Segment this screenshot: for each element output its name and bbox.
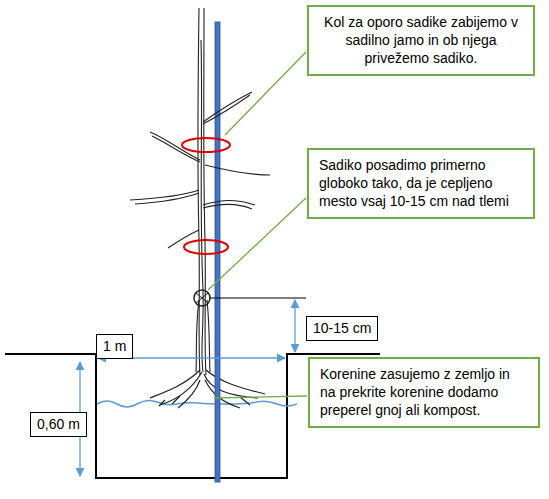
dimension-label: 10-15 cm [306,316,378,341]
height-dimension [294,300,295,352]
leader-line [208,198,306,290]
leader-line [225,52,306,135]
graft-detail [196,293,208,303]
label-text: 1 m [103,338,126,355]
tie [184,240,228,254]
graft-level-line [210,298,306,299]
branches [130,92,270,248]
dimension-label: 1 m [96,334,133,359]
label-text: Korenine zasujemo z zemljo in na prekrit… [320,365,528,420]
label-text: Kol za oporo sadike zabijemo v sadilno j… [319,13,523,68]
soil-line [97,400,297,407]
label-text: 0,60 m [37,416,80,433]
callout-box: Kol za oporo sadike zabijemo v sadilno j… [307,5,535,76]
leader-line [214,396,307,398]
tie [182,138,230,152]
dimension-label: 0,60 m [30,412,87,437]
label-text: Sadiko posadimo primerno globoko tako, d… [319,156,523,211]
tree-trunk [196,8,210,375]
callout-box: Korenine zasujemo z zemljo in na prekrit… [308,357,540,428]
roots [150,370,265,408]
callout-box: Sadiko posadimo primerno globoko tako, d… [307,148,535,219]
label-text: 10-15 cm [313,320,371,337]
graft-point [194,290,210,306]
